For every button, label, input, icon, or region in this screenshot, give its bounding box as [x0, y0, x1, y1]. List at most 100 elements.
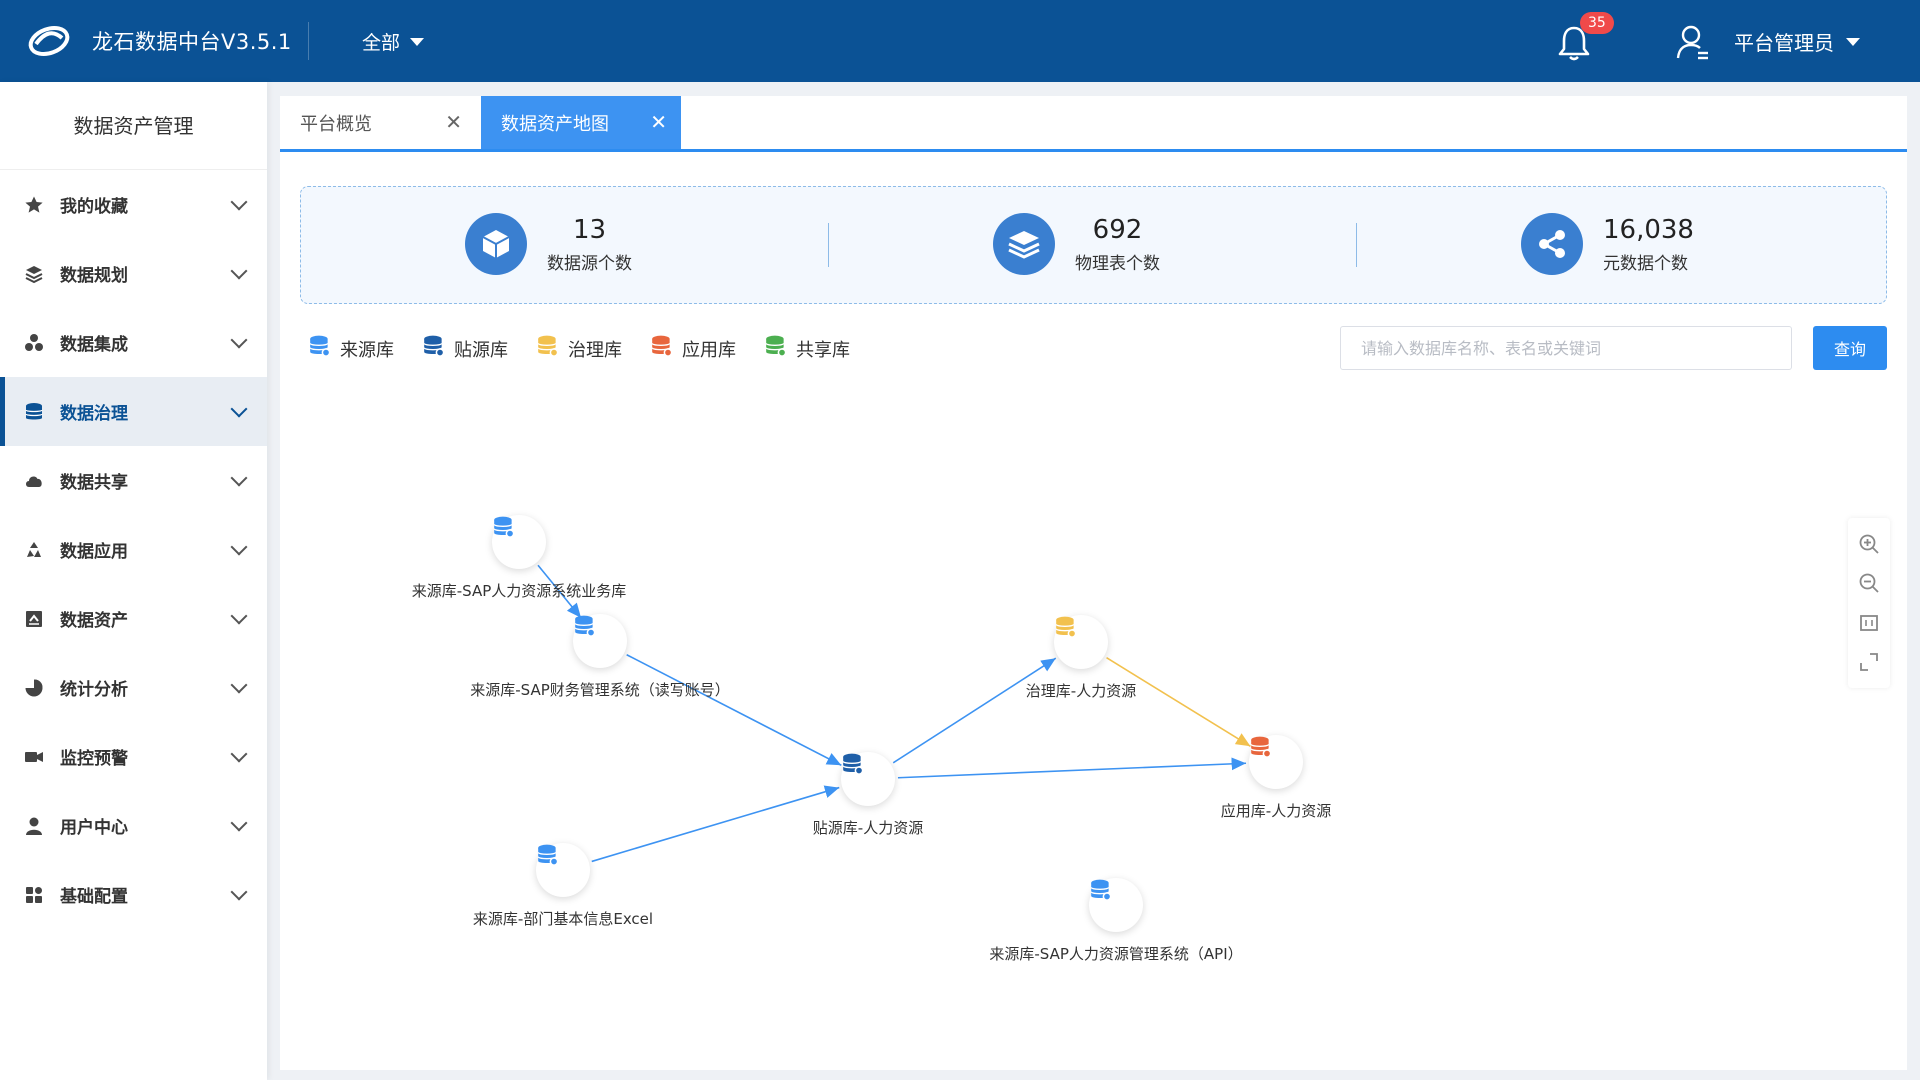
user-name-label: 平台管理员 — [1734, 31, 1834, 55]
legend-item[interactable]: 共享库 — [764, 334, 850, 363]
graph-edge — [892, 657, 1057, 764]
chevron-down-icon — [230, 331, 248, 349]
sidebar-item-label: 监控预警 — [60, 749, 128, 769]
stat-metadata-count: 16,038 元数据个数 — [1521, 213, 1694, 275]
chevron-down-icon — [230, 538, 248, 556]
graph-node-label[interactable]: 贴源库-人力资源 — [812, 819, 924, 837]
graph-node[interactable] — [492, 515, 546, 569]
sidebar-item-9[interactable]: 用户中心 — [0, 791, 267, 860]
cube-icon — [465, 213, 527, 275]
app-title: 龙石数据中台V3.5.1 — [92, 30, 292, 54]
main-panel: 平台概览 ✕ 数据资产地图 ✕ 13 数据源个数 692 物理表个数 — [280, 96, 1907, 1070]
sidebar-item-label: 数据资产 — [60, 611, 128, 631]
sidebar-item-label: 基础配置 — [60, 887, 128, 907]
graph-node[interactable] — [536, 843, 590, 897]
graph-node-label[interactable]: 应用库-人力资源 — [1220, 802, 1332, 820]
sidebar-item-label: 我的收藏 — [60, 197, 128, 217]
legend-item[interactable]: 贴源库 — [422, 334, 508, 363]
zoom-toolbar — [1848, 518, 1890, 688]
database-icon — [536, 334, 560, 363]
sidebar-item-6[interactable]: 数据资产 — [0, 584, 267, 653]
zoom-out-icon[interactable] — [1857, 571, 1881, 595]
tab-bar: 平台概览 ✕ 数据资产地图 ✕ — [280, 96, 1907, 152]
sidebar-item-label: 数据治理 — [60, 404, 128, 424]
stat-label: 物理表个数 — [1075, 253, 1160, 274]
sidebar-item-8[interactable]: 监控预警 — [0, 722, 267, 791]
legend-item[interactable]: 治理库 — [536, 334, 622, 363]
bell-icon[interactable] — [1556, 24, 1592, 62]
stat-table-count: 692 物理表个数 — [993, 213, 1160, 275]
legend-item[interactable]: 应用库 — [650, 334, 736, 363]
graph-edges — [537, 564, 1251, 863]
chevron-down-icon — [230, 193, 248, 211]
graph-edge — [591, 785, 840, 863]
share-icon — [1521, 213, 1583, 275]
stat-value: 692 — [1092, 214, 1143, 245]
chevron-down-icon — [230, 607, 248, 625]
fit-icon[interactable] — [1857, 611, 1881, 635]
stack-icon — [993, 213, 1055, 275]
graph-edge — [537, 564, 582, 619]
search-input[interactable] — [1340, 326, 1792, 370]
star-icon — [22, 193, 46, 217]
sidebar-item-0[interactable]: 我的收藏 — [0, 170, 267, 239]
chevron-down-icon — [230, 262, 248, 280]
sidebar-item-1[interactable]: 数据规划 — [0, 239, 267, 308]
user-icon — [22, 814, 46, 838]
legend-item[interactable]: 来源库 — [308, 334, 394, 363]
fullscreen-icon[interactable] — [1857, 650, 1881, 674]
header-divider — [308, 22, 309, 60]
graph-node[interactable] — [1054, 615, 1108, 669]
sidebar-item-4[interactable]: 数据共享 — [0, 446, 267, 515]
tab-platform-overview[interactable]: 平台概览 ✕ — [280, 96, 476, 149]
caret-down-icon — [1846, 37, 1860, 46]
camera-icon — [22, 745, 46, 769]
notification-badge: 35 — [1580, 12, 1614, 34]
legend-label: 应用库 — [682, 339, 736, 361]
graph-node[interactable] — [1089, 878, 1143, 932]
sidebar-item-2[interactable]: 数据集成 — [0, 308, 267, 377]
graph-node[interactable] — [841, 752, 895, 806]
scope-selector[interactable]: 全部 — [362, 28, 425, 55]
graph-node-label[interactable]: 来源库-SAP人力资源系统业务库 — [411, 582, 627, 600]
legend-label: 共享库 — [796, 339, 850, 361]
user-icon[interactable] — [1676, 24, 1710, 60]
sidebar-item-7[interactable]: 统计分析 — [0, 653, 267, 722]
chevron-down-icon — [230, 676, 248, 694]
caret-down-icon — [410, 37, 425, 46]
close-icon[interactable]: ✕ — [650, 110, 667, 134]
graph-node-label[interactable]: 来源库-SAP人力资源管理系统（API） — [989, 945, 1243, 963]
sidebar-item-5[interactable]: 数据应用 — [0, 515, 267, 584]
sidebar-menu: 我的收藏数据规划数据集成数据治理数据共享数据应用数据资产统计分析监控预警用户中心… — [0, 170, 267, 929]
graph-node-label[interactable]: 治理库-人力资源 — [1025, 682, 1137, 700]
zoom-in-icon[interactable] — [1857, 532, 1881, 556]
search-button[interactable]: 查询 — [1813, 326, 1887, 370]
graph-edge — [897, 757, 1247, 779]
database-icon — [422, 334, 446, 363]
logo-icon — [28, 25, 70, 57]
database-icon — [308, 334, 332, 363]
user-menu[interactable]: 平台管理员 — [1734, 27, 1860, 56]
close-icon[interactable]: ✕ — [445, 110, 462, 134]
sidebar-item-3[interactable]: 数据治理 — [0, 377, 267, 446]
graph-node[interactable] — [1249, 735, 1303, 789]
legend-label: 治理库 — [568, 339, 622, 361]
sidebar-item-label: 统计分析 — [60, 680, 128, 700]
database-icon — [764, 334, 788, 363]
grid-icon — [22, 883, 46, 907]
graph-node-label[interactable]: 来源库-部门基本信息Excel — [472, 910, 654, 928]
asset-map-graph[interactable]: 来源库-SAP人力资源系统业务库来源库-SAP财务管理系统（读写账号） 贴源库-人… — [280, 392, 1907, 1052]
scope-label: 全部 — [362, 32, 401, 54]
sidebar-item-label: 数据规划 — [60, 266, 128, 286]
chevron-down-icon — [230, 469, 248, 487]
stat-label: 数据源个数 — [547, 253, 632, 274]
tab-data-asset-map[interactable]: 数据资产地图 ✕ — [481, 96, 681, 149]
integration-icon — [22, 331, 46, 355]
graph-node[interactable] — [573, 614, 627, 668]
chevron-down-icon — [230, 745, 248, 763]
stat-label: 元数据个数 — [1603, 253, 1688, 274]
legend-label: 贴源库 — [454, 339, 508, 361]
sidebar-item-10[interactable]: 基础配置 — [0, 860, 267, 929]
sidebar-title: 数据资产管理 — [0, 82, 267, 170]
graph-node-label[interactable]: 来源库-SAP财务管理系统（读写账号） — [470, 681, 730, 699]
